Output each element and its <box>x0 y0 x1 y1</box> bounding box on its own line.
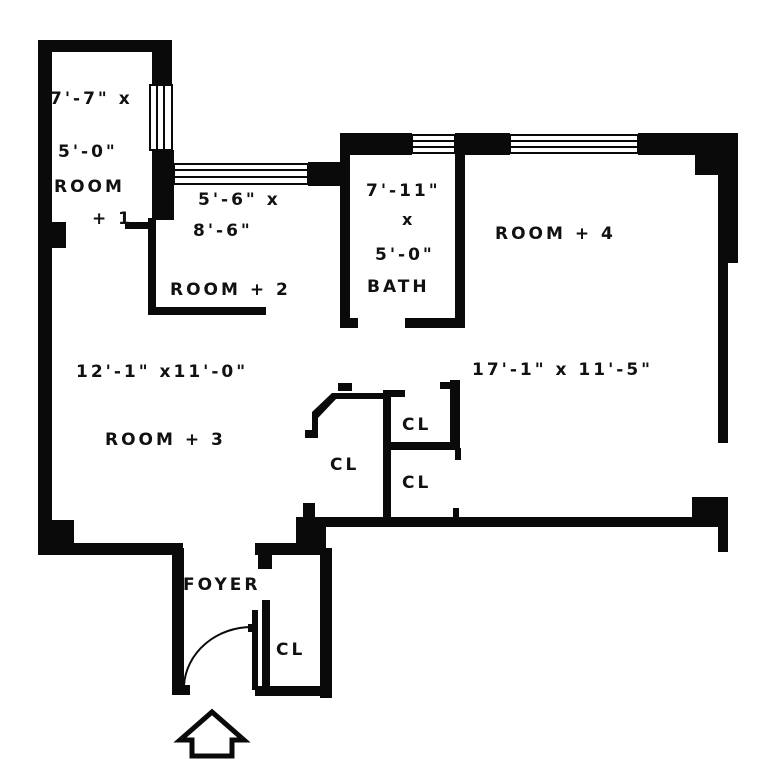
window <box>149 84 173 151</box>
room4-dims: 17'-1" x 11'-5" <box>472 360 653 380</box>
room2-dims-a: 5'-6" x <box>198 190 281 210</box>
wall <box>440 382 452 389</box>
wall <box>340 133 350 328</box>
room3-dims: 12'-1" x11'-0" <box>76 362 248 382</box>
wall <box>383 390 391 520</box>
wall <box>300 517 728 527</box>
room1-dims-a: 7'-7" x <box>50 89 133 109</box>
wall <box>455 145 465 328</box>
wall <box>172 685 190 695</box>
wall <box>340 318 358 328</box>
window <box>173 163 309 185</box>
bath-dims-a: 7'-11" <box>366 181 441 201</box>
wall <box>405 318 465 328</box>
closet-label: CL <box>402 415 431 435</box>
wall <box>152 40 172 85</box>
wall <box>338 383 352 391</box>
window <box>411 134 456 154</box>
wall <box>262 600 270 690</box>
room2-label: ROOM + 2 <box>170 280 291 300</box>
wall <box>44 222 66 248</box>
wall <box>258 555 272 569</box>
wall <box>340 133 412 155</box>
wall <box>303 503 315 517</box>
wall <box>38 543 183 555</box>
wall <box>38 40 172 52</box>
room3-label: ROOM + 3 <box>105 430 226 450</box>
window <box>509 134 639 154</box>
wall <box>255 686 332 696</box>
wall <box>718 263 728 443</box>
wall <box>38 40 52 555</box>
door-swing <box>183 625 253 686</box>
entry-arrow-icon <box>173 708 251 759</box>
closet-label: CL <box>330 455 359 475</box>
wall <box>148 218 156 314</box>
wall <box>450 380 460 450</box>
wall <box>455 448 461 460</box>
bath-dims-x: x <box>402 210 415 229</box>
wall <box>453 508 459 518</box>
bath-dims-b: 5'-0" <box>375 245 435 265</box>
room2-dims-b: 8'-6" <box>193 221 253 241</box>
closet-label: CL <box>276 640 305 660</box>
wall <box>391 442 456 450</box>
room1-label-a: ROOM <box>54 177 125 197</box>
wall <box>152 150 174 220</box>
door-leaf <box>248 624 254 632</box>
wall <box>455 133 510 155</box>
wall <box>320 548 332 698</box>
windows <box>149 84 639 185</box>
closet-label: CL <box>402 473 431 493</box>
wall <box>252 610 258 690</box>
bath-label: BATH <box>367 277 430 297</box>
walls <box>38 40 738 698</box>
foyer-label: FOYER <box>183 575 260 595</box>
labels: 7'-7" x 5'-0" ROOM + 1 5'-6" x 8'-6" ROO… <box>50 89 653 660</box>
room4-label: ROOM + 4 <box>495 224 616 244</box>
wall <box>718 133 738 263</box>
wall <box>172 548 184 693</box>
wall <box>391 390 405 397</box>
room1-dims-b: 5'-0" <box>58 142 118 162</box>
wall <box>172 548 184 560</box>
room1-label-b: + 1 <box>92 209 133 229</box>
wall <box>125 222 155 229</box>
wall <box>148 307 266 315</box>
wall <box>305 393 383 438</box>
